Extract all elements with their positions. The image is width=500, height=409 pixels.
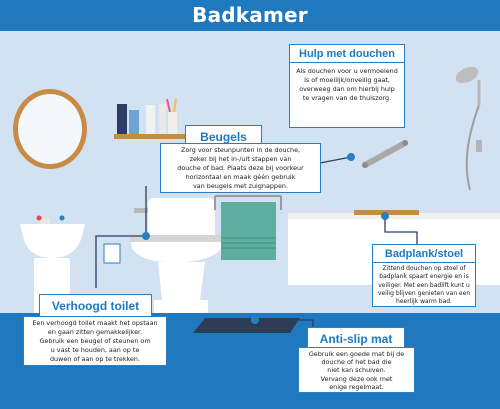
- callout-anti-slip-text: Gebruik een goede mat bij de douche of h…: [308, 350, 405, 391]
- callout-raised-toilet-text: Een verhoogd toilet maakt het opstaan en…: [32, 319, 158, 363]
- toilet-icon: [130, 198, 226, 313]
- connector-lines: [95, 156, 418, 327]
- callout-raised-toilet-title-box: Verhoogd toilet: [39, 294, 152, 317]
- callout-bath-board-title: Badplank/stoel: [373, 245, 475, 263]
- grab-bar-icon: [362, 140, 408, 168]
- connector-dots: [142, 153, 389, 324]
- callout-anti-slip-title-box: Anti-slip mat: [307, 327, 405, 348]
- callout-bath-board: Badplank/stoel Zittend douchen op stoel …: [372, 244, 476, 307]
- callout-anti-slip: Gebruik een goede mat bij de douche of h…: [298, 347, 415, 393]
- callout-anti-slip-title: Anti-slip mat: [319, 332, 393, 346]
- callout-grab-bars: Zorg voor steunpunten in de douche, zeke…: [160, 143, 321, 193]
- callout-grab-bars-title: Beugels: [200, 130, 247, 144]
- sign-card-icon: [103, 243, 121, 264]
- toiletries-shelf-icon: [114, 98, 192, 139]
- shower-head-icon: [455, 66, 482, 191]
- callout-shower-help-text: Als douchen voor u vermoeiend is of moei…: [296, 67, 398, 102]
- callout-raised-toilet-title: Verhoogd toilet: [51, 299, 140, 313]
- callout-grab-bars-text: Zorg voor steunpunten in de douche, zeke…: [177, 146, 304, 190]
- header-bar: Badkamer: [0, 0, 500, 31]
- callout-grab-bars-title-box: Beugels: [185, 125, 262, 144]
- bath-mat-icon: [193, 318, 300, 333]
- callout-bath-board-text: Zittend douchen op stoel of badplank spa…: [377, 265, 471, 306]
- mirror-icon: [13, 89, 87, 169]
- towel-icon: [214, 195, 282, 260]
- page-title: Badkamer: [192, 3, 308, 27]
- callout-shower-help: Hulp met douchen Als douchen voor u verm…: [289, 44, 405, 128]
- callout-shower-help-title: Hulp met douchen: [290, 45, 404, 63]
- callout-raised-toilet: Een verhoogd toilet maakt het opstaan en…: [23, 316, 167, 366]
